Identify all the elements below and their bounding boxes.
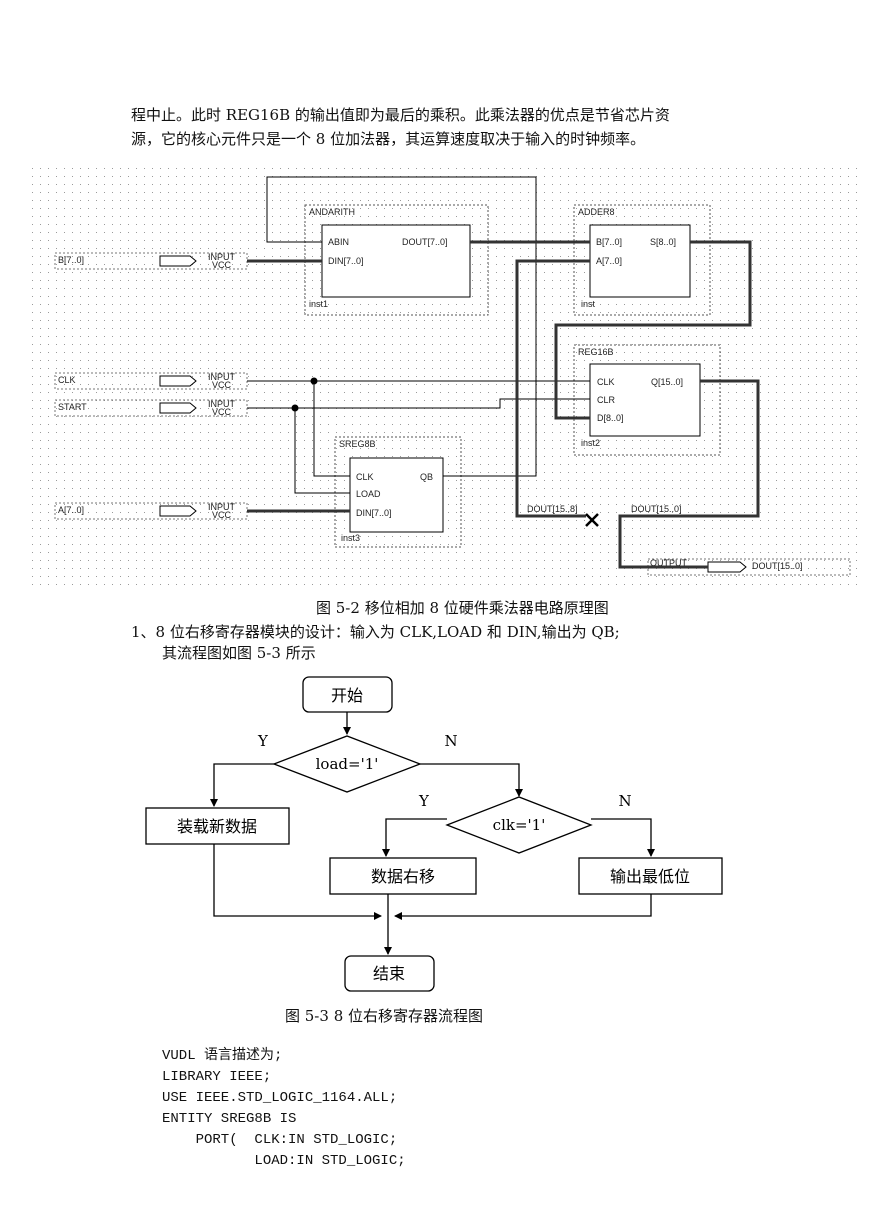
svg-text:LOAD: LOAD xyxy=(356,489,381,499)
flow-yes1: Y xyxy=(257,732,269,750)
svg-text:ADDER8: ADDER8 xyxy=(578,207,615,217)
code-line: LOAD:IN STD_LOGIC; xyxy=(162,1153,406,1169)
svg-text:inst3: inst3 xyxy=(341,533,360,543)
intro-line-1: 程中止。此时 REG16B 的输出值即为最后的乘积。此乘法器的优点是节省芯片资 xyxy=(131,106,670,124)
flow-load-new-label: 装载新数据 xyxy=(177,817,257,836)
svg-text:CLK: CLK xyxy=(58,375,76,385)
svg-text:REG16B: REG16B xyxy=(578,347,614,357)
svg-text:INPUT: INPUT xyxy=(208,252,236,262)
flow-no1: N xyxy=(444,732,457,750)
svg-text:S[8..0]: S[8..0] xyxy=(650,237,676,247)
flow-end-box xyxy=(344,955,435,992)
svg-text:A[7..0]: A[7..0] xyxy=(58,505,84,515)
step1-line-2: 其流程图如图 5-3 所示 xyxy=(162,644,316,662)
svg-text:A[7..0]: A[7..0] xyxy=(596,256,622,266)
svg-text:VCC: VCC xyxy=(212,260,232,270)
bus-break-x xyxy=(585,513,599,527)
flow-load-new-box xyxy=(145,807,290,845)
svg-text:CLR: CLR xyxy=(597,395,616,405)
bus-label-dout-all: DOUT[15..0] xyxy=(631,504,682,514)
flow-output-lsb-label: 输出最低位 xyxy=(610,867,690,886)
code-line: PORT( CLK:IN STD_LOGIC; xyxy=(162,1132,398,1148)
flow-cond-clk xyxy=(445,796,593,854)
fig52-caption: 图 5-2 移位相加 8 位硬件乘法器电路原理图 xyxy=(316,599,609,617)
flow-no2: N xyxy=(618,792,631,810)
svg-text:DOUT[15..0]: DOUT[15..0] xyxy=(752,561,803,571)
code-line: ENTITY SREG8B IS xyxy=(162,1111,297,1127)
flow-cond-load-label: load='1' xyxy=(316,755,379,773)
code-line: LIBRARY IEEE; xyxy=(162,1069,272,1085)
multiplier-schematic: B[7..0] INPUT VCC CLK INPUT VCC START IN… xyxy=(32,166,858,586)
svg-text:DIN[7..0]: DIN[7..0] xyxy=(356,508,392,518)
svg-text:START: START xyxy=(58,402,87,412)
signal-wires xyxy=(247,176,590,494)
svg-text:VCC: VCC xyxy=(212,380,232,390)
flow-shift-right-label: 数据右移 xyxy=(371,867,435,886)
flow-end-label: 结束 xyxy=(373,964,405,983)
signal-buses xyxy=(247,240,760,569)
junction-start xyxy=(291,404,299,412)
flow-output-lsb-box xyxy=(578,857,723,895)
svg-text:B[7..0]: B[7..0] xyxy=(596,237,622,247)
svg-text:VCC: VCC xyxy=(212,407,232,417)
flow-shift-right-box xyxy=(329,857,477,895)
svg-text:ANDARITH: ANDARITH xyxy=(309,207,355,217)
block-andarith: ANDARITH ABIN DIN[7..0] DOUT[7..0] inst1 xyxy=(304,204,489,316)
code-line: VUDL 语言描述为; xyxy=(162,1048,283,1064)
svg-text:inst1: inst1 xyxy=(309,299,328,309)
step1-line-1: 1、8 位右移寄存器模块的设计：输入为 CLK,LOAD 和 DIN,输出为 Q… xyxy=(131,623,620,641)
shift-register-flowchart: 开始 load='1' Y N 装载新数据 clk='1' Y N 数据右移 输… xyxy=(145,676,723,992)
svg-text:INPUT: INPUT xyxy=(208,372,236,382)
svg-text:INPUT: INPUT xyxy=(208,502,236,512)
fig53-caption: 图 5-3 8 位右移寄存器流程图 xyxy=(285,1007,484,1025)
block-reg16b: REG16B CLK CLR D[8..0] Q[15..0] inst2 xyxy=(573,344,721,456)
code-line: USE IEEE.STD_LOGIC_1164.ALL; xyxy=(162,1090,398,1106)
svg-text:CLK: CLK xyxy=(356,472,374,482)
vhdl-code: VUDL 语言描述为; LIBRARY IEEE; USE IEEE.STD_LOG… xyxy=(162,1046,406,1172)
block-adder8: ADDER8 B[7..0] A[7..0] S[8..0] inst xyxy=(573,204,711,316)
svg-text:CLK: CLK xyxy=(597,377,615,387)
svg-text:inst2: inst2 xyxy=(581,438,600,448)
svg-text:INPUT: INPUT xyxy=(208,399,236,409)
flow-yes2: Y xyxy=(418,792,430,810)
input-pin-start: START INPUT VCC xyxy=(54,399,248,417)
junction-clk xyxy=(310,377,318,385)
intro-line-2: 源，它的核心元件只是一个 8 位加法器，其运算速度取决于输入的时钟频率。 xyxy=(131,130,646,148)
input-pin-b: B[7..0] INPUT VCC xyxy=(54,252,248,270)
svg-text:D[8..0]: D[8..0] xyxy=(597,413,624,423)
svg-text:Q[15..0]: Q[15..0] xyxy=(651,377,683,387)
svg-text:B[7..0]: B[7..0] xyxy=(58,255,84,265)
svg-text:inst: inst xyxy=(581,299,596,309)
svg-text:DIN[7..0]: DIN[7..0] xyxy=(328,256,364,266)
svg-text:SREG8B: SREG8B xyxy=(339,439,376,449)
block-sreg8b: SREG8B CLK LOAD DIN[7..0] QB inst3 xyxy=(334,436,462,548)
flow-start-label: 开始 xyxy=(331,686,363,705)
svg-text:ABIN: ABIN xyxy=(328,237,349,247)
svg-text:QB: QB xyxy=(420,472,433,482)
bus-label-dout-high: DOUT[15..8] xyxy=(527,504,578,514)
svg-text:VCC: VCC xyxy=(212,510,232,520)
svg-text:DOUT[7..0]: DOUT[7..0] xyxy=(402,237,448,247)
flow-cond-clk-label: clk='1' xyxy=(493,816,546,834)
svg-text:OUTPUT: OUTPUT xyxy=(650,558,688,568)
